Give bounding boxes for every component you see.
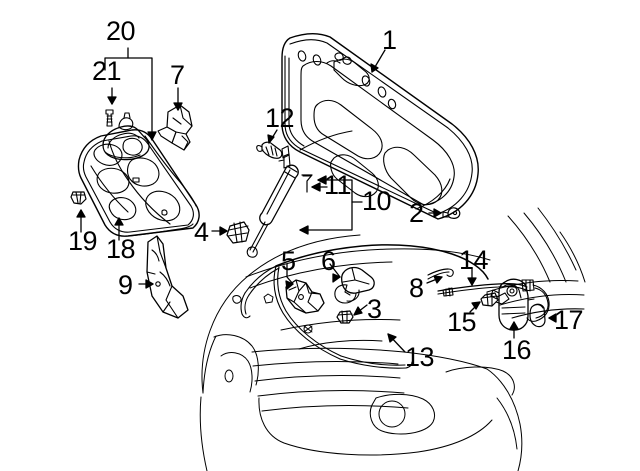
callout-label-16: 16 [502,335,532,365]
callout-label-5: 5 [281,246,296,276]
callout-label-17: 17 [554,305,584,335]
washer-nozzle-housing-part-20 [102,112,150,161]
hood-gas-strut-part-10 [246,164,299,258]
latch-striker-cable-part-6 [334,266,375,304]
cable-retaining-clip-part-15 [480,292,510,307]
latch-grommet-part-3 [336,310,354,324]
hood-insulation-pad-part-18 [77,129,200,237]
callout-label-12: 12 [265,103,295,133]
callout-label-21: 21 [92,56,122,86]
release-cable-rear-part-14 [437,279,550,322]
callout-label-19: 19 [68,226,98,256]
hood-hinge-bracket-part-7 [157,104,193,151]
hood-bumper-stop-part-2 [442,207,461,219]
insulation-clip-part-19 [70,191,87,205]
strut-ball-stud-part-12 [256,141,283,159]
hood-latch-assembly-part-5 [285,279,325,314]
washer-nozzle-jet-part-21 [105,109,114,127]
leader-lines [76,47,557,353]
hood-release-handle-part-16 [490,278,535,331]
callout-label-15: 15 [447,307,477,337]
callout-label-13: 13 [405,342,435,372]
callout-label-6: 6 [321,246,336,276]
callout-label-14: 14 [459,245,489,275]
callout-label-11: 11 [324,170,352,200]
hood-seal-weatherstrip-part-13 [240,244,489,369]
fender-liner-bracket-part-9 [146,235,189,319]
callout-label-18: 18 [106,234,136,264]
vehicle-body-outline [199,207,586,471]
strut-retaining-clip-part-11 [301,174,313,193]
release-handle-trim-cap-part-17 [529,303,546,328]
release-cable-front-part-8 [427,268,454,280]
callout-label-20: 20 [106,16,136,46]
callout-label-9: 9 [118,270,133,300]
hood-panel-part-1 [278,33,479,220]
callout-label-10: 10 [362,186,392,216]
callout-label-1: 1 [382,25,397,55]
callout-label-7: 7 [170,60,185,90]
callout-label-3: 3 [367,294,382,324]
callout-label-8: 8 [409,273,424,303]
insulation-retainer-clip-part-4 [226,221,250,244]
callout-label-2: 2 [409,198,424,228]
callout-label-4: 4 [194,217,209,247]
